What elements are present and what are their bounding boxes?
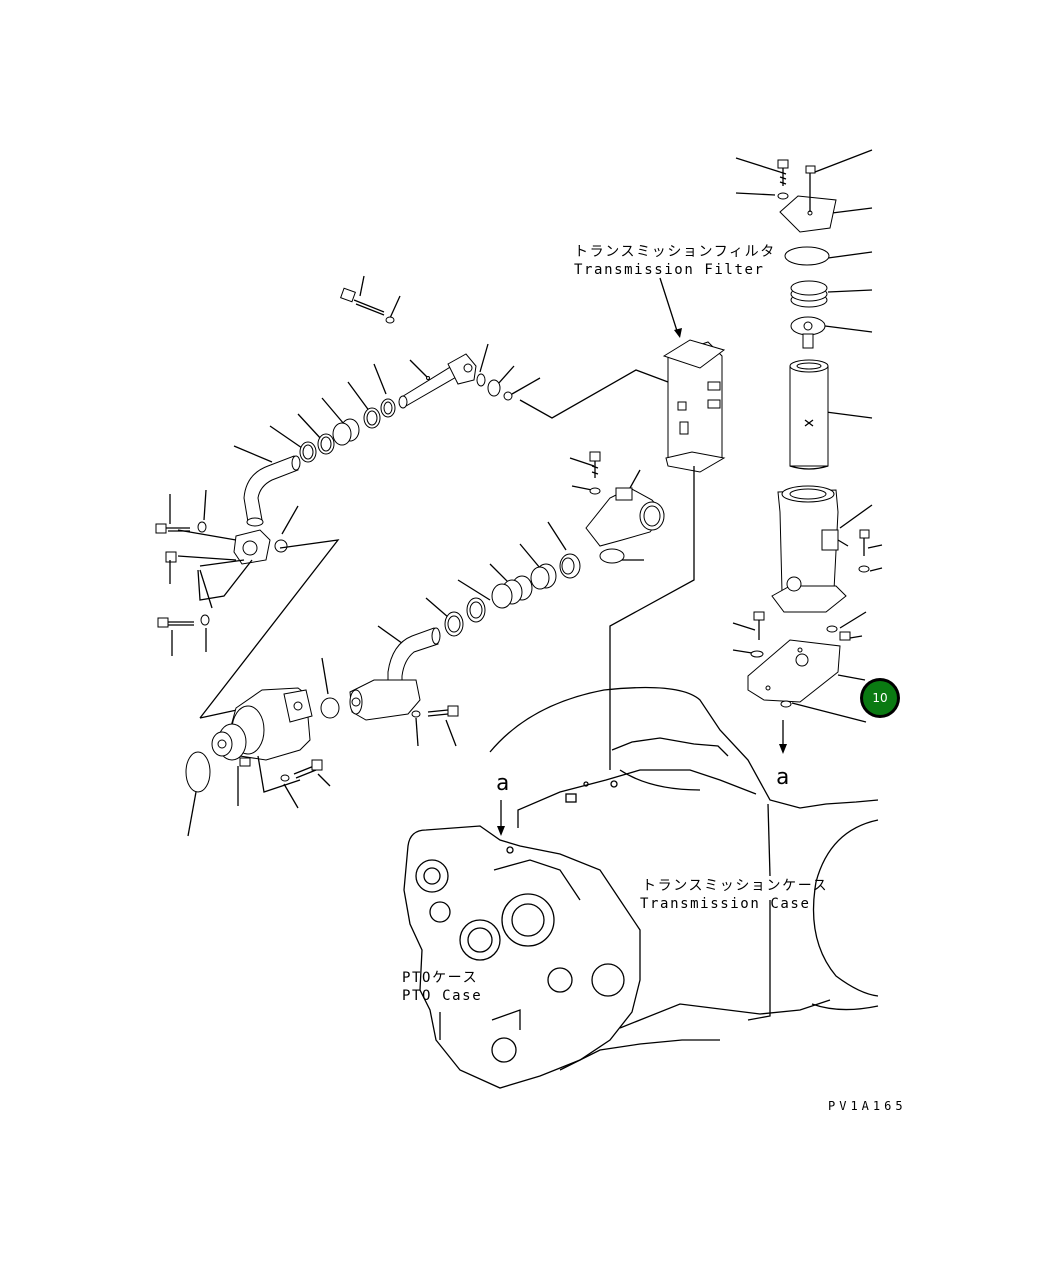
o-ring-icon (274, 539, 288, 553)
washer-icon (411, 710, 421, 718)
washer-icon (589, 487, 601, 495)
mounting-bracket-icon (747, 611, 851, 708)
hose-icon (332, 418, 360, 446)
pto-label-en: PTO Case (402, 988, 482, 1004)
transmission-filter-assembly (519, 277, 726, 770)
o-ring-icon (826, 625, 838, 633)
hose-clamp-icon (559, 553, 581, 579)
o-ring-icon (476, 373, 486, 387)
hydraulic-pump (185, 657, 340, 837)
filter-leader-lines (732, 149, 883, 723)
upper-hose-assembly (155, 275, 541, 719)
plug-icon (165, 551, 177, 563)
bolt-icon (589, 451, 601, 478)
bolt-icon (427, 705, 459, 717)
o-ring-icon (503, 391, 513, 401)
gasket-icon (185, 751, 211, 793)
hose-icon (530, 563, 557, 590)
pto-outline (403, 825, 641, 1089)
filter-label-leader (659, 277, 679, 335)
filter-housing-icon (771, 485, 849, 613)
hose-icon (491, 575, 533, 609)
gasket-icon (320, 697, 340, 719)
callout-10-number: 10 (872, 691, 887, 705)
ref-letter-left: a (496, 771, 509, 796)
case-label-jp: トランスミッションケース (642, 878, 828, 894)
elbow-tube-icon (398, 353, 477, 409)
case-label-en: Transmission Case (640, 896, 811, 912)
ref-arrow-right (779, 720, 787, 754)
callout-10-badge[interactable]: 10 (860, 678, 900, 718)
case-port-marks (506, 780, 771, 877)
pump-body-icon (211, 687, 313, 767)
bolt-icon (155, 523, 190, 534)
pump-flange-icon (177, 529, 271, 565)
filter-label-en: Transmission Filter (574, 262, 765, 278)
middle-hose-assembly (349, 451, 665, 747)
bolt-icon (293, 759, 323, 779)
bolt-icon (157, 617, 194, 628)
long-bolt-icon (340, 287, 385, 316)
o-ring-icon (784, 246, 830, 266)
transmission-case (403, 686, 879, 1089)
hose-clamp-icon (466, 597, 486, 623)
relief-valve-icon (790, 316, 826, 349)
washer-icon (200, 614, 210, 626)
hose-clamp-icon (363, 407, 381, 429)
bent-hose-icon (243, 455, 301, 527)
bolt-icon (859, 529, 870, 556)
hose-clamp-icon (444, 611, 464, 637)
upper-leader-lines (233, 275, 541, 535)
elbow-flange-icon (585, 487, 665, 547)
ref-arrow-left (497, 800, 505, 836)
washer-icon (197, 521, 207, 533)
filter-exploded-stack (732, 149, 883, 754)
pto-label-jp: PTOケース (402, 970, 478, 986)
flange-icon (487, 379, 501, 397)
filter-cover-icon (779, 184, 837, 233)
hose-clamp-icon (299, 441, 317, 463)
spring-icon (790, 280, 828, 308)
ref-letter-right: a (776, 765, 789, 790)
washer-icon (280, 774, 290, 782)
washer-icon (777, 192, 789, 200)
cover-bolt-icon (777, 159, 789, 186)
breather-icon (805, 165, 816, 184)
gasket-icon (599, 548, 625, 564)
case-outline (489, 686, 879, 1071)
drawing-code: PV1A165 (828, 1099, 907, 1113)
pump-leader-lines (187, 755, 331, 837)
washer-icon (385, 316, 395, 324)
hose-clamp-icon (380, 398, 396, 418)
washer-icon (858, 565, 870, 573)
filter-label-jp: トランスミッションフィルタ (574, 244, 776, 260)
filter-element-icon (789, 359, 829, 470)
pump-elbow-icon (349, 679, 421, 721)
middle-lower-leaders (415, 717, 457, 747)
hose-clamp-icon (317, 433, 335, 455)
callout-10-fill (863, 681, 897, 715)
